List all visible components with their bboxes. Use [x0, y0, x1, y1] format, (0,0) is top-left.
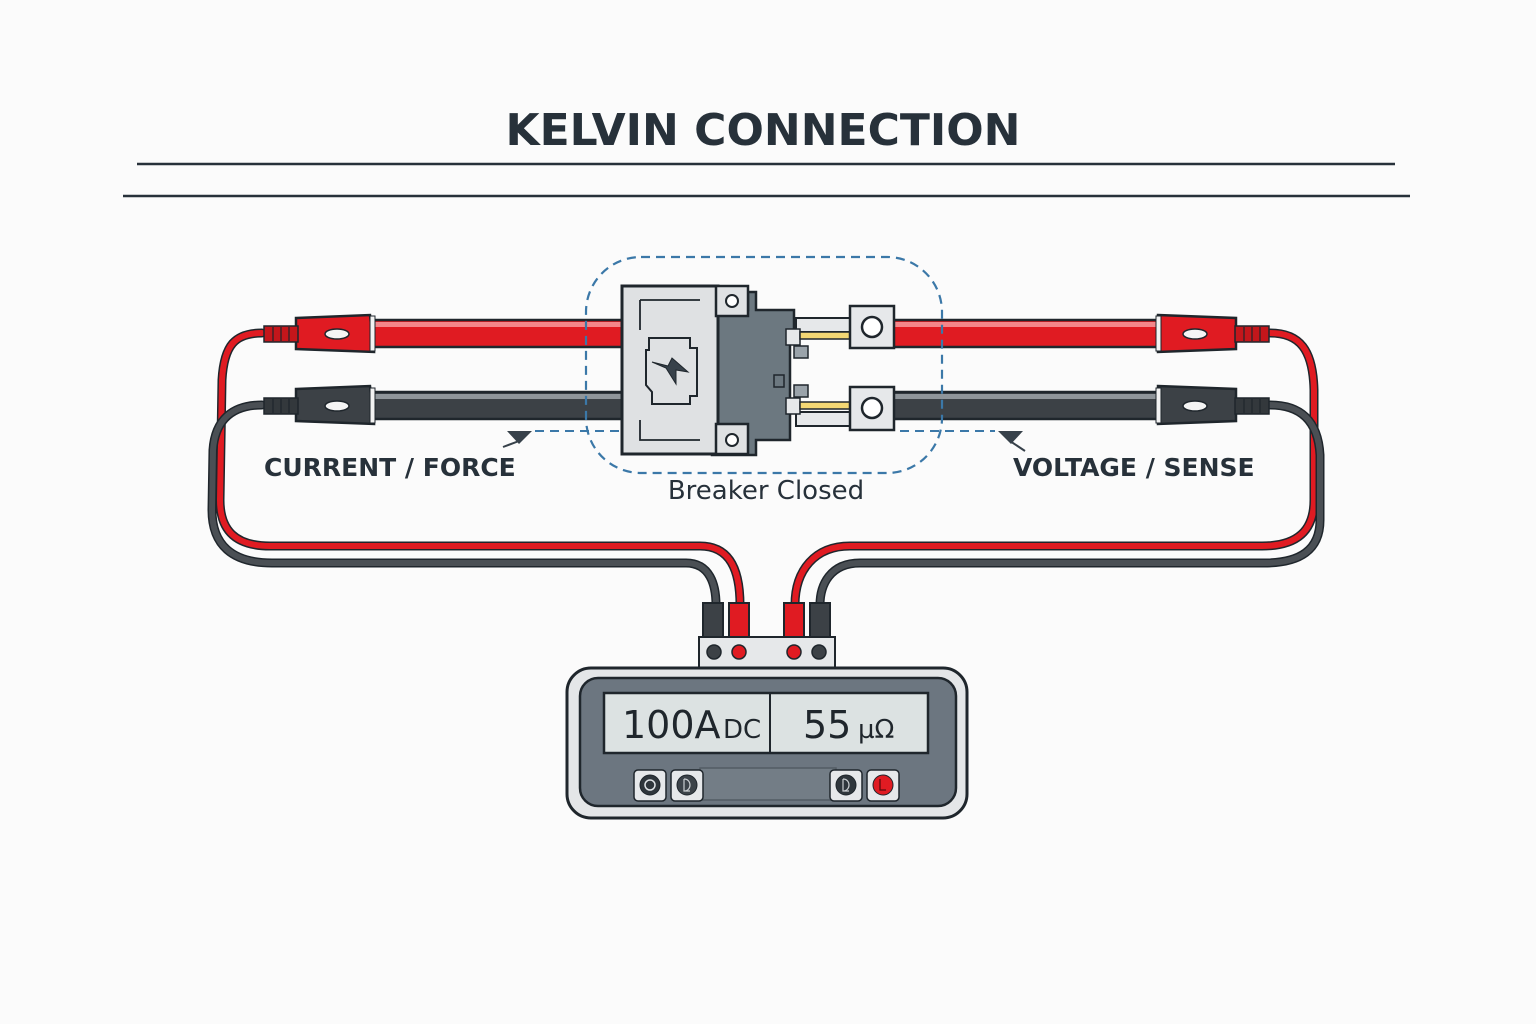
- breaker-boundary: [584, 255, 944, 475]
- mode-icon: [835, 774, 857, 796]
- resistance-readout: 55: [803, 703, 851, 747]
- left-black-lead: [263, 384, 634, 426]
- right-red-wire: [790, 328, 1319, 610]
- resistance-unit: µΩ: [858, 715, 894, 745]
- current-unit: DC: [723, 715, 761, 745]
- meter-button-record[interactable]: [866, 769, 900, 802]
- right-black-lead: [890, 384, 1270, 426]
- record-icon: [872, 774, 894, 796]
- left-pointer: [502, 430, 620, 448]
- current-force-label: CURRENT / FORCE: [264, 453, 516, 482]
- breaker-status-label: Breaker Closed: [668, 476, 864, 506]
- left-red-lead: [263, 313, 634, 354]
- meter-display: [602, 691, 930, 755]
- right-black-wire: [815, 400, 1325, 610]
- right-pointer: [900, 430, 1026, 452]
- mode-icon: [676, 774, 698, 796]
- right-red-lead: [890, 313, 1270, 354]
- left-black-wire: [207, 400, 721, 610]
- bottom-terminal: [848, 385, 896, 432]
- meter-button-mode-left[interactable]: [670, 769, 704, 802]
- voltage-sense-label: VOLTAGE / SENSE: [1013, 453, 1255, 482]
- current-readout: 100A: [622, 703, 721, 747]
- meter-button-mode-right[interactable]: [829, 769, 863, 802]
- power-icon: [639, 774, 661, 796]
- lightning-icon: [645, 337, 698, 405]
- meter-button-power[interactable]: [633, 769, 667, 802]
- left-red-wire: [215, 328, 745, 610]
- diagram-title: KELVIN CONNECTION: [505, 105, 1020, 156]
- micro-ohmmeter: 100A DC 55 µΩ: [565, 602, 969, 820]
- circuit-breaker: [620, 284, 896, 457]
